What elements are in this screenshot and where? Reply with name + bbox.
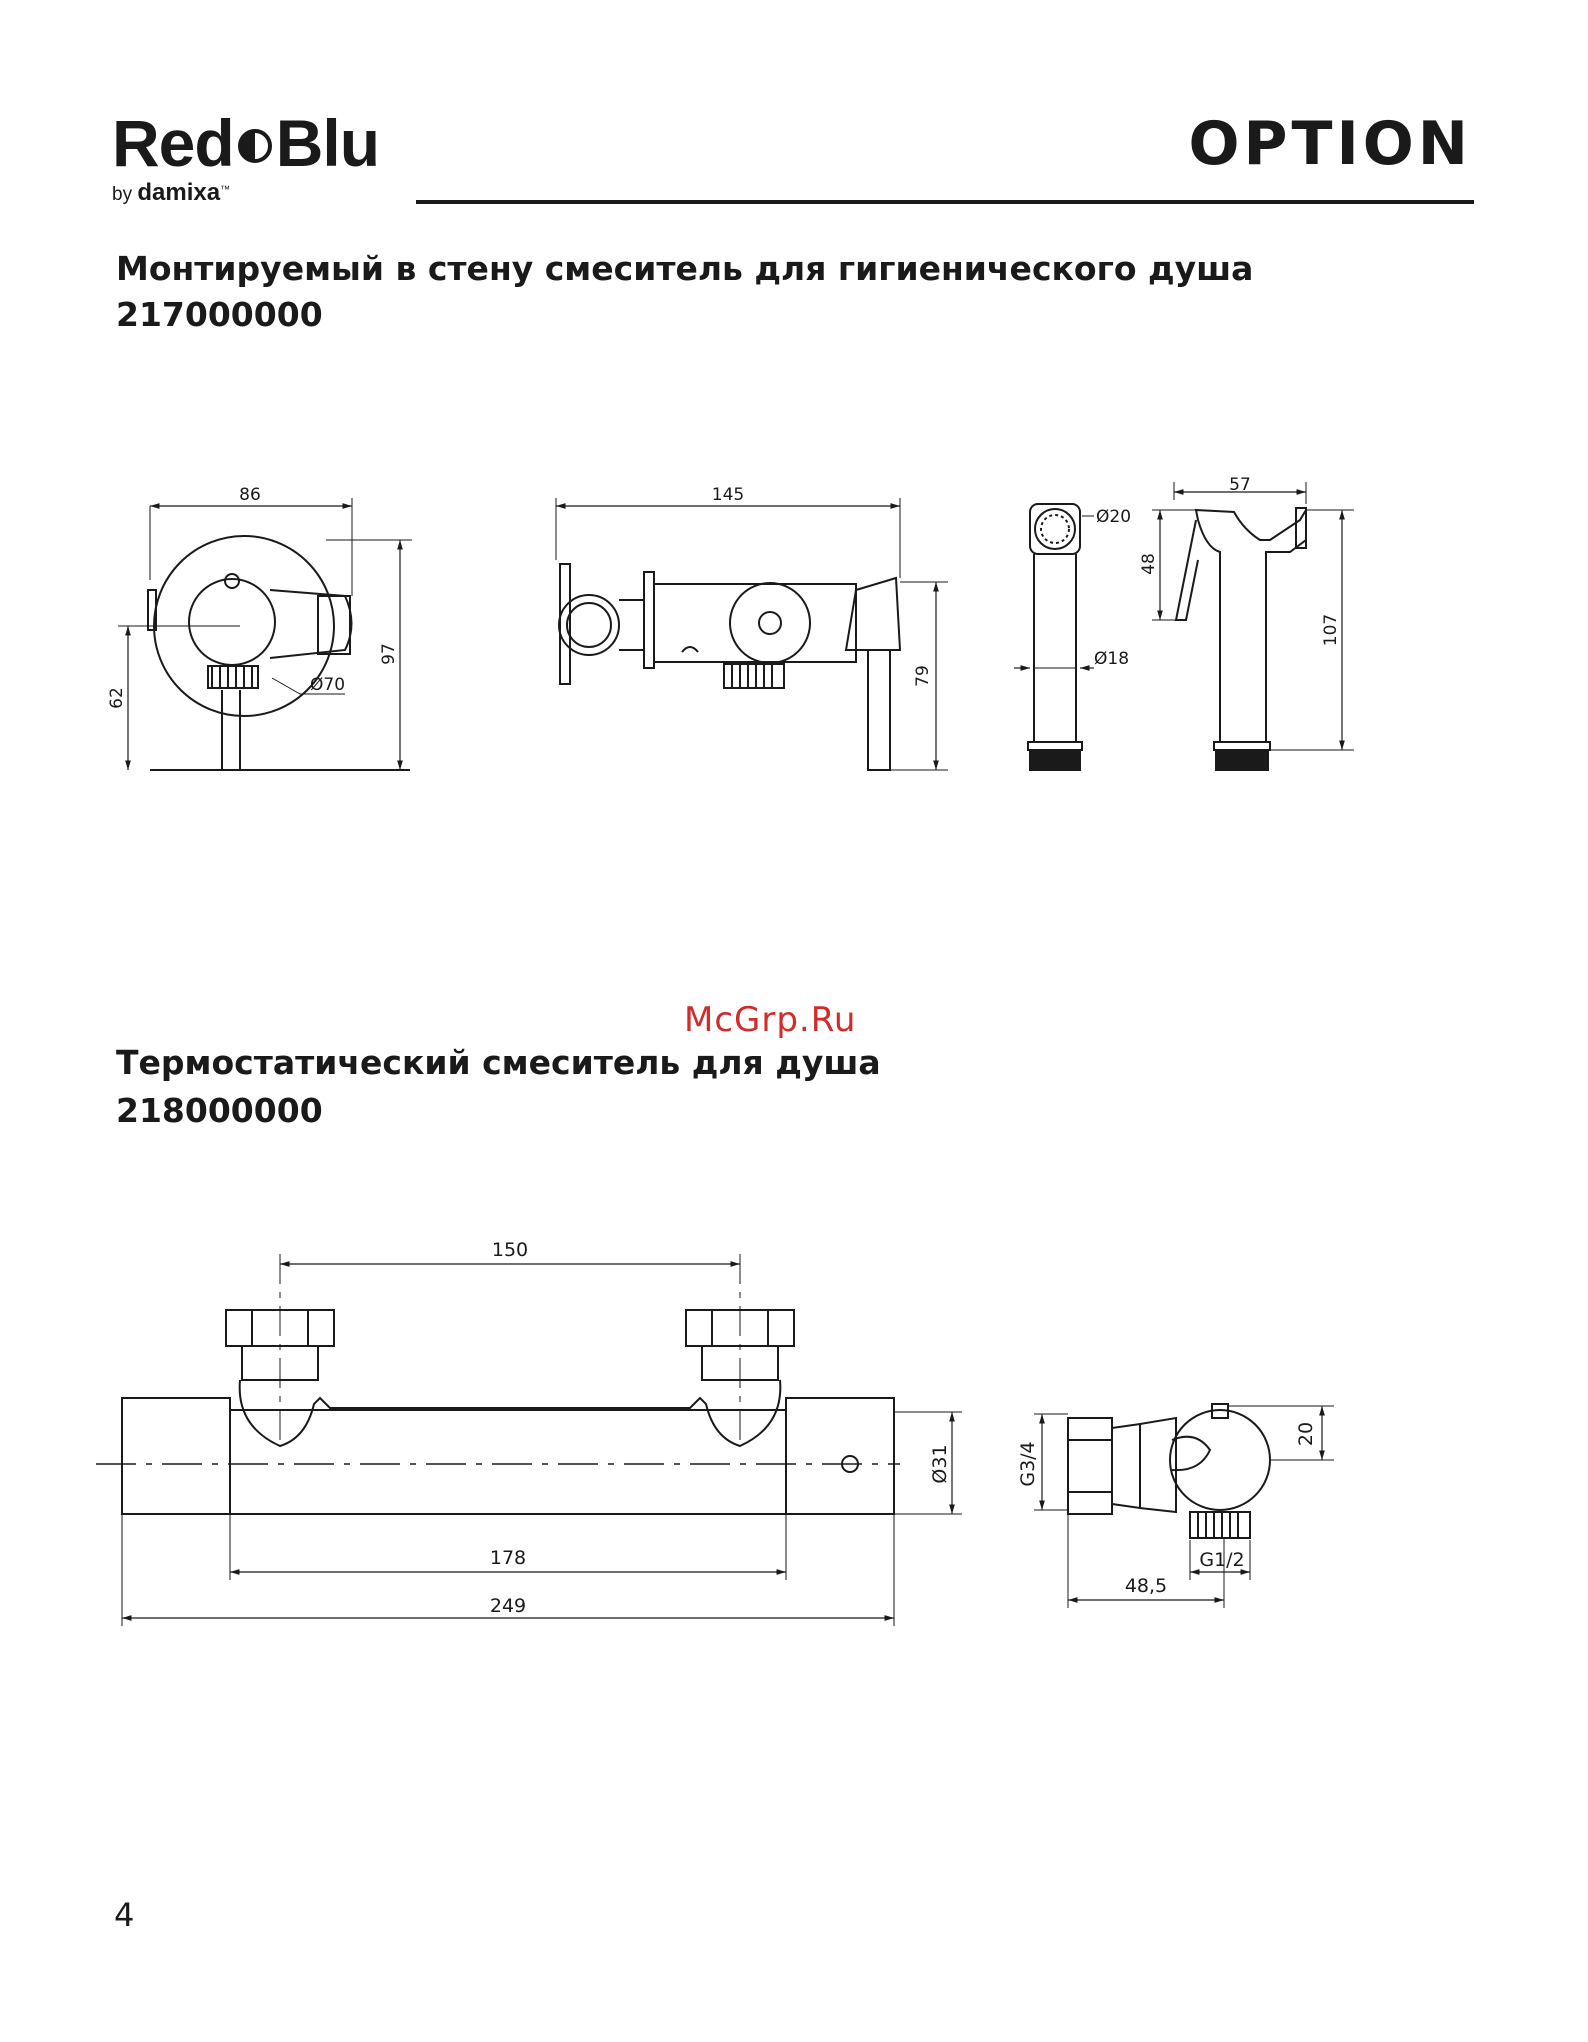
dim-label: Ø31: [929, 1444, 951, 1483]
dim-label-thread: G3/4: [1017, 1441, 1039, 1486]
dim-label: 145: [712, 485, 744, 505]
dim-label: 249: [490, 1595, 526, 1617]
drawing-spray-front: [1014, 504, 1094, 770]
dim-label: G1/2: [1199, 1549, 1244, 1571]
dim-label: 57: [1229, 475, 1251, 495]
dim-label: 79: [913, 665, 933, 687]
drawing-thermostat-side: [1034, 1404, 1334, 1608]
drawing-front-view: [118, 498, 412, 770]
dim-label: 178: [490, 1547, 526, 1569]
dim-label: 48: [1139, 553, 1159, 575]
dim-label: Ø20: [1096, 507, 1131, 527]
dim-label: 107: [1321, 614, 1341, 646]
dim-label: Ø18: [1094, 649, 1129, 669]
dim-label: 150: [492, 1239, 528, 1261]
dim-label: 48,5: [1125, 1575, 1167, 1597]
dim-label: 97: [379, 643, 399, 665]
dim-label: 62: [107, 687, 127, 709]
drawing-thermostat-front: [96, 1254, 962, 1626]
dim-label: 86: [239, 485, 261, 505]
dim-label: 20: [1295, 1422, 1317, 1446]
dim-label: Ø70: [310, 675, 345, 695]
drawing-side-view: [556, 498, 948, 770]
